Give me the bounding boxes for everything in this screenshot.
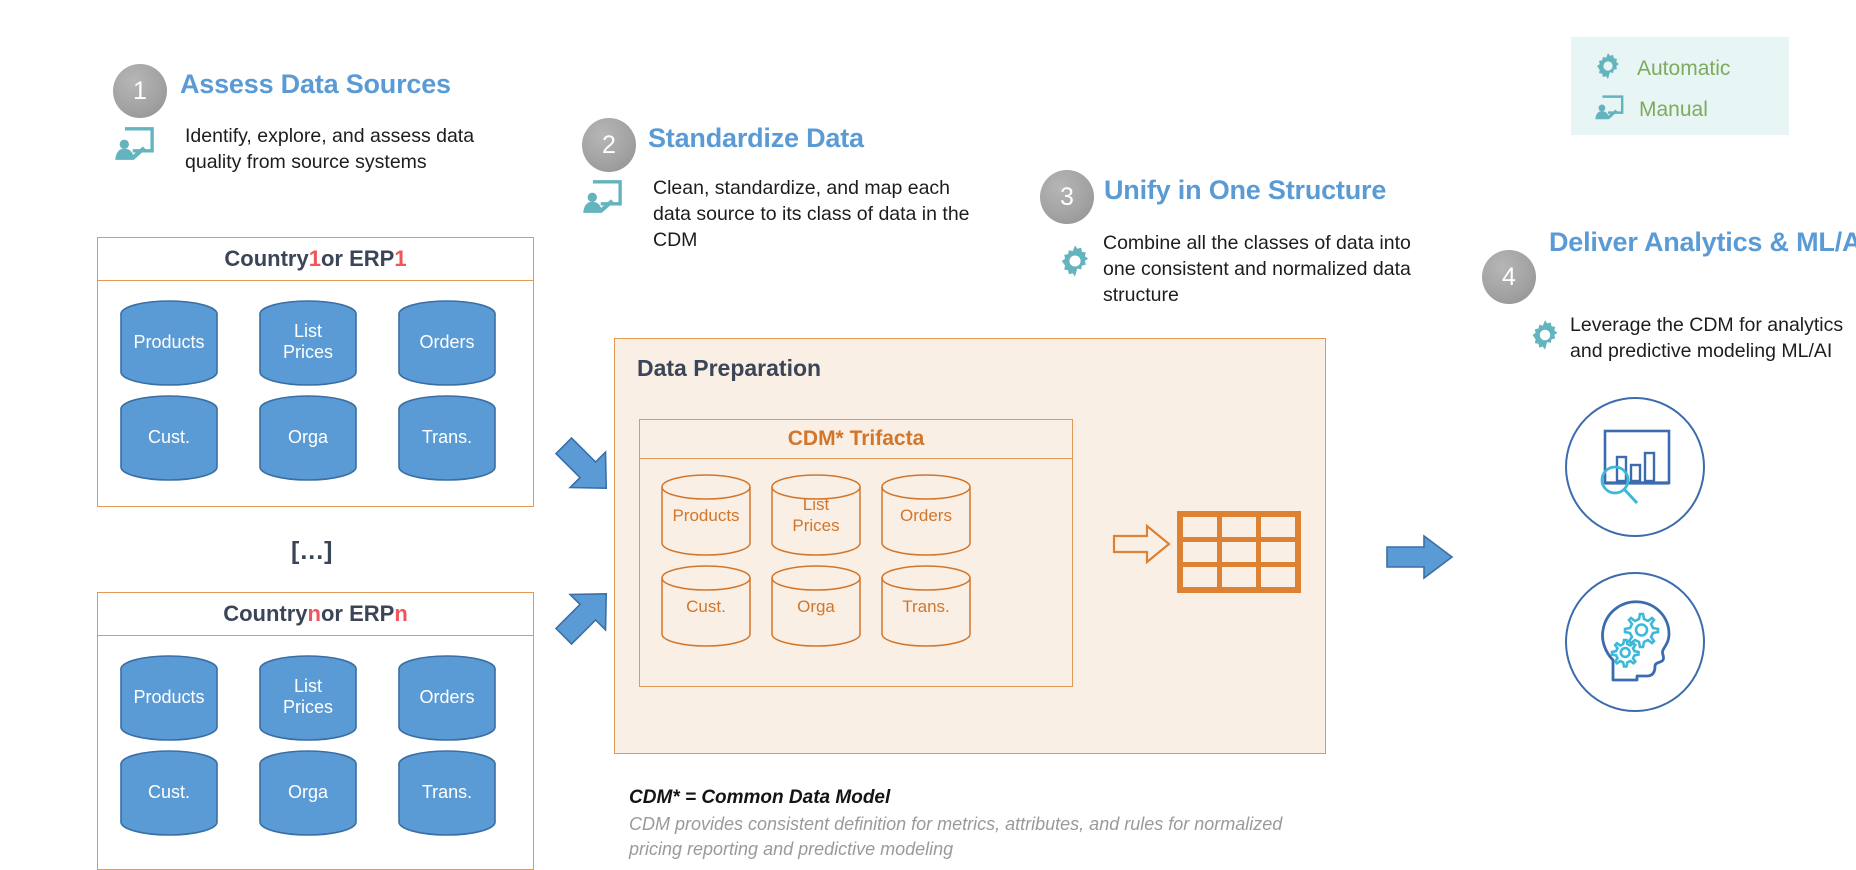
cdm-cylinder-cust: Cust. [658, 564, 754, 648]
step-1-person-at-board-icon [112, 123, 156, 168]
cdm-cylinder-orga: Orga [768, 564, 864, 648]
source-to-prep-arrow-top [549, 432, 621, 507]
source-box-1-body: Products List Prices Orders Cust. Orga T… [98, 281, 533, 507]
analytics-result-circle [1565, 397, 1705, 537]
cylinder-list-prices: List Prices [256, 299, 360, 387]
legend-panel: Automatic Manual [1571, 37, 1789, 135]
source-to-prep-arrow-bottom [549, 580, 621, 655]
sources-ellipsis: [...] [291, 537, 334, 565]
cylinder-products: Products [117, 654, 221, 742]
source-box-country-n: Country n or ERP n Products List Prices … [97, 592, 534, 870]
cdm-cylinder-orders: Orders [878, 473, 974, 557]
source-box-n-title-middle: or ERP [320, 601, 395, 626]
step-2-person-at-board-icon [580, 176, 624, 221]
grid-cell [1261, 567, 1295, 587]
table-grid-icon [1177, 511, 1301, 593]
grid-cell [1222, 567, 1256, 587]
cdm-cylinder-products: Products [658, 473, 754, 557]
analytics-chart-magnifier-icon [1589, 425, 1681, 518]
step-3-title: Unify in One Structure [1104, 175, 1387, 205]
cylinder-cust: Cust. [117, 394, 221, 482]
cdm-cylinder-list-prices: List Prices [768, 473, 864, 557]
cdm-cylinder-trans: Trans. [878, 564, 974, 648]
prep-to-results-arrow [1384, 530, 1456, 589]
cylinder-products: Products [117, 299, 221, 387]
footnote-body: CDM provides consistent definition for m… [629, 814, 1283, 859]
data-preparation-title: Data Preparation [637, 355, 822, 381]
source-box-1-accent-2: 1 [394, 246, 407, 271]
head-gears-ai-icon [1593, 592, 1681, 697]
person-at-board-icon [1593, 92, 1625, 127]
source-box-1-accent-1: 1 [308, 246, 321, 271]
legend-label-automatic: Automatic [1637, 56, 1731, 80]
source-box-1-title-middle: or ERP [320, 246, 395, 271]
cdm-trifacta-title: CDM* Trifacta [640, 420, 1072, 459]
grid-cell [1222, 542, 1256, 562]
cylinder-orders: Orders [395, 299, 499, 387]
cylinder-trans: Trans. [395, 394, 499, 482]
source-box-country-1: Country 1 or ERP 1 Products List Prices … [97, 237, 534, 507]
step-2-number: 2 [582, 118, 636, 172]
grid-cell [1183, 542, 1217, 562]
source-box-n-title: Country n or ERP n [98, 593, 533, 636]
source-box-1-title: Country 1 or ERP 1 [98, 238, 533, 281]
cylinder-orga: Orga [256, 394, 360, 482]
step-2-description: Clean, standardize, and map each data so… [653, 177, 970, 251]
step-4-number: 4 [1482, 250, 1536, 304]
legend-item-manual: Manual [1593, 92, 1708, 127]
cylinder-orga: Orga [256, 749, 360, 837]
arrow-right-outline-icon [1111, 521, 1173, 572]
ml-ai-result-circle [1565, 572, 1705, 712]
step-4-title: Deliver Analytics & ML/AI [1549, 227, 1856, 257]
gear-icon [1593, 51, 1623, 86]
step-1-description: Identify, explore, and assess data quali… [185, 125, 475, 173]
cdm-body: Products List Prices Orders Cust. Orga [640, 459, 1072, 687]
cylinder-trans: Trans. [395, 749, 499, 837]
legend-label-manual: Manual [1639, 97, 1708, 121]
source-box-n-accent-1: n [307, 601, 321, 626]
step-3-gear-icon [1057, 243, 1093, 284]
legend-item-automatic: Automatic [1593, 51, 1730, 86]
cylinder-list-prices: List Prices [256, 654, 360, 742]
step-1-title: Assess Data Sources [180, 69, 451, 99]
source-box-1-title-prefix: Country [224, 246, 309, 271]
source-box-n-accent-2: n [394, 601, 408, 626]
source-box-n-title-prefix: Country [223, 601, 308, 626]
grid-cell [1222, 517, 1256, 537]
cdm-trifacta-box: CDM* Trifacta Products List Prices Order… [639, 419, 1073, 687]
grid-cell [1261, 542, 1295, 562]
cylinder-orders: Orders [395, 654, 499, 742]
step-3-number: 3 [1040, 170, 1094, 224]
footnote-title: CDM* = Common Data Model [629, 787, 891, 808]
step-4-description: Leverage the CDM for analytics and predi… [1570, 314, 1844, 362]
step-2-title: Standardize Data [648, 123, 864, 153]
grid-cell [1183, 567, 1217, 587]
grid-cell [1183, 517, 1217, 537]
source-box-n-body: Products List Prices Orders Cust. Orga T… [98, 636, 533, 870]
grid-cell [1261, 517, 1295, 537]
step-4-gear-icon [1528, 318, 1562, 357]
cylinder-cust: Cust. [117, 749, 221, 837]
step-1-number: 1 [113, 64, 167, 118]
step-3-description: Combine all the classes of data into one… [1103, 232, 1411, 306]
